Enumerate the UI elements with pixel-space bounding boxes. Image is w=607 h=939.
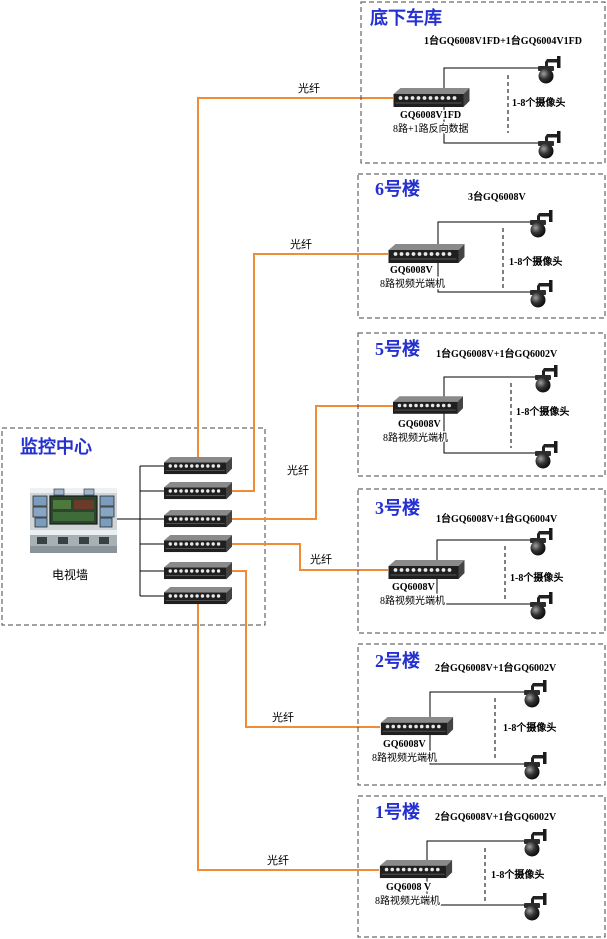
device-description: 8路视频光端机 [372, 751, 437, 764]
equipment-summary: 2台GQ6008V+1台GQ6002V [435, 810, 557, 823]
device-description: 8路视频光端机 [380, 594, 445, 607]
building-boundary [360, 1, 606, 164]
building-3: 3号楼 1台GQ6008V+1台GQ6004V 1-8个摄像头 GQ6008V … [357, 488, 606, 634]
equipment-summary: 2台GQ6008V+1台GQ6002V [435, 661, 557, 674]
building-boundary [357, 173, 606, 319]
building-title: 5号楼 [375, 338, 420, 359]
device-description: 8路视频光端机 [375, 894, 440, 907]
video-wall-label: 电视墙 [52, 567, 88, 582]
fiber-link-building-3 [230, 543, 388, 571]
building-boundary [357, 643, 606, 786]
optical-transceiver-icon [164, 457, 232, 475]
optical-transceiver-icon [164, 510, 232, 528]
building-title: 6号楼 [375, 178, 420, 199]
building-title: 2号楼 [375, 650, 420, 671]
fiber-label: 光纤 [267, 853, 289, 867]
device-model: GQ6008V1FD [400, 110, 461, 121]
building-title: 底下车库 [370, 7, 442, 28]
fiber-link-building-6 [230, 253, 388, 492]
monitoring-center-boundary [1, 427, 266, 626]
building-boundary [357, 488, 606, 634]
optical-transceiver-icon [380, 717, 454, 736]
fiber-link-building-2 [230, 570, 380, 728]
camera-range-label: 1-8个摄像头 [503, 721, 556, 734]
equipment-summary: 1台GQ6008V+1台GQ6004V [436, 512, 558, 525]
camera-range-label: 1-8个摄像头 [509, 255, 562, 268]
device-model: GQ6008V [398, 419, 442, 430]
building-boundary [357, 795, 606, 938]
building-5: 5号楼 1台GQ6008V+1台GQ6002V 1-8个摄像头 GQ6008V … [357, 332, 606, 477]
monitoring-center-title: 监控中心 [20, 436, 92, 457]
building-6: 6号楼 3台GQ6008V 1-8个摄像头 GQ6008V 8路视频光端机 [357, 173, 606, 319]
fiber-link-building-1 [197, 604, 379, 871]
equipment-summary: 1台GQ6008V1FD+1台GQ6004V1FD [424, 34, 582, 47]
device-description: 8路视频光端机 [380, 277, 445, 290]
optical-transceiver-icon [393, 396, 463, 414]
fiber-label: 光纤 [272, 710, 294, 724]
device-model: GQ6008V [383, 739, 427, 750]
equipment-summary: 3台GQ6008V [468, 190, 527, 203]
camera-range-label: 1-8个摄像头 [516, 405, 569, 418]
fiber-label: 光纤 [290, 237, 312, 251]
fiber-link-garage [197, 97, 393, 458]
device-model: GQ6008V [392, 582, 436, 593]
device-model: GQ6008V [390, 265, 434, 276]
fiber-label: 光纤 [287, 463, 309, 477]
optical-transceiver-icon [164, 587, 232, 605]
building-title: 3号楼 [375, 497, 420, 518]
building-boundary [357, 332, 606, 477]
building-title: 1号楼 [375, 801, 420, 822]
fiber-links: 光纤 光纤 光纤 光纤 光纤 光纤 [197, 81, 393, 871]
optical-transceiver-icon [379, 860, 453, 879]
building-garage: 底下车库 1台GQ6008V1FD+1台GQ6004V1FD 1-8个摄像头 G… [360, 1, 606, 164]
video-wall-icon [30, 488, 117, 553]
camera-bus-line [443, 376, 537, 454]
optical-transceiver-icon [164, 562, 232, 580]
camera-range-label: 1-8个摄像头 [512, 96, 565, 109]
equipment-summary: 1台GQ6008V+1台GQ6002V [436, 347, 558, 360]
camera-range-label: 1-8个摄像头 [510, 571, 563, 584]
device-description: 8路视频光端机 [383, 431, 448, 444]
device-model: GQ6008 V [386, 882, 432, 893]
optical-transceiver-icon [164, 535, 232, 553]
monitoring-center: 监控中心 电视墙 [1, 427, 266, 626]
optical-transceiver-icon [393, 88, 470, 107]
device-description: 8路+1路反向数据 [393, 122, 469, 135]
camera-range-label: 1-8个摄像头 [491, 868, 544, 881]
fiber-label: 光纤 [310, 552, 332, 566]
fiber-label: 光纤 [298, 81, 320, 95]
building-2: 2号楼 2台GQ6008V+1台GQ6002V 1-8个摄像头 GQ6008V … [357, 643, 606, 786]
optical-transceiver-icon [388, 244, 465, 263]
fiber-link-building-5 [230, 405, 393, 520]
center-bus-lines [117, 465, 164, 597]
optical-transceiver-icon [388, 560, 465, 579]
optical-transceiver-icon [164, 482, 232, 500]
building-1: 1号楼 2台GQ6008V+1台GQ6002V 1-8个摄像头 GQ6008 V… [357, 795, 606, 938]
